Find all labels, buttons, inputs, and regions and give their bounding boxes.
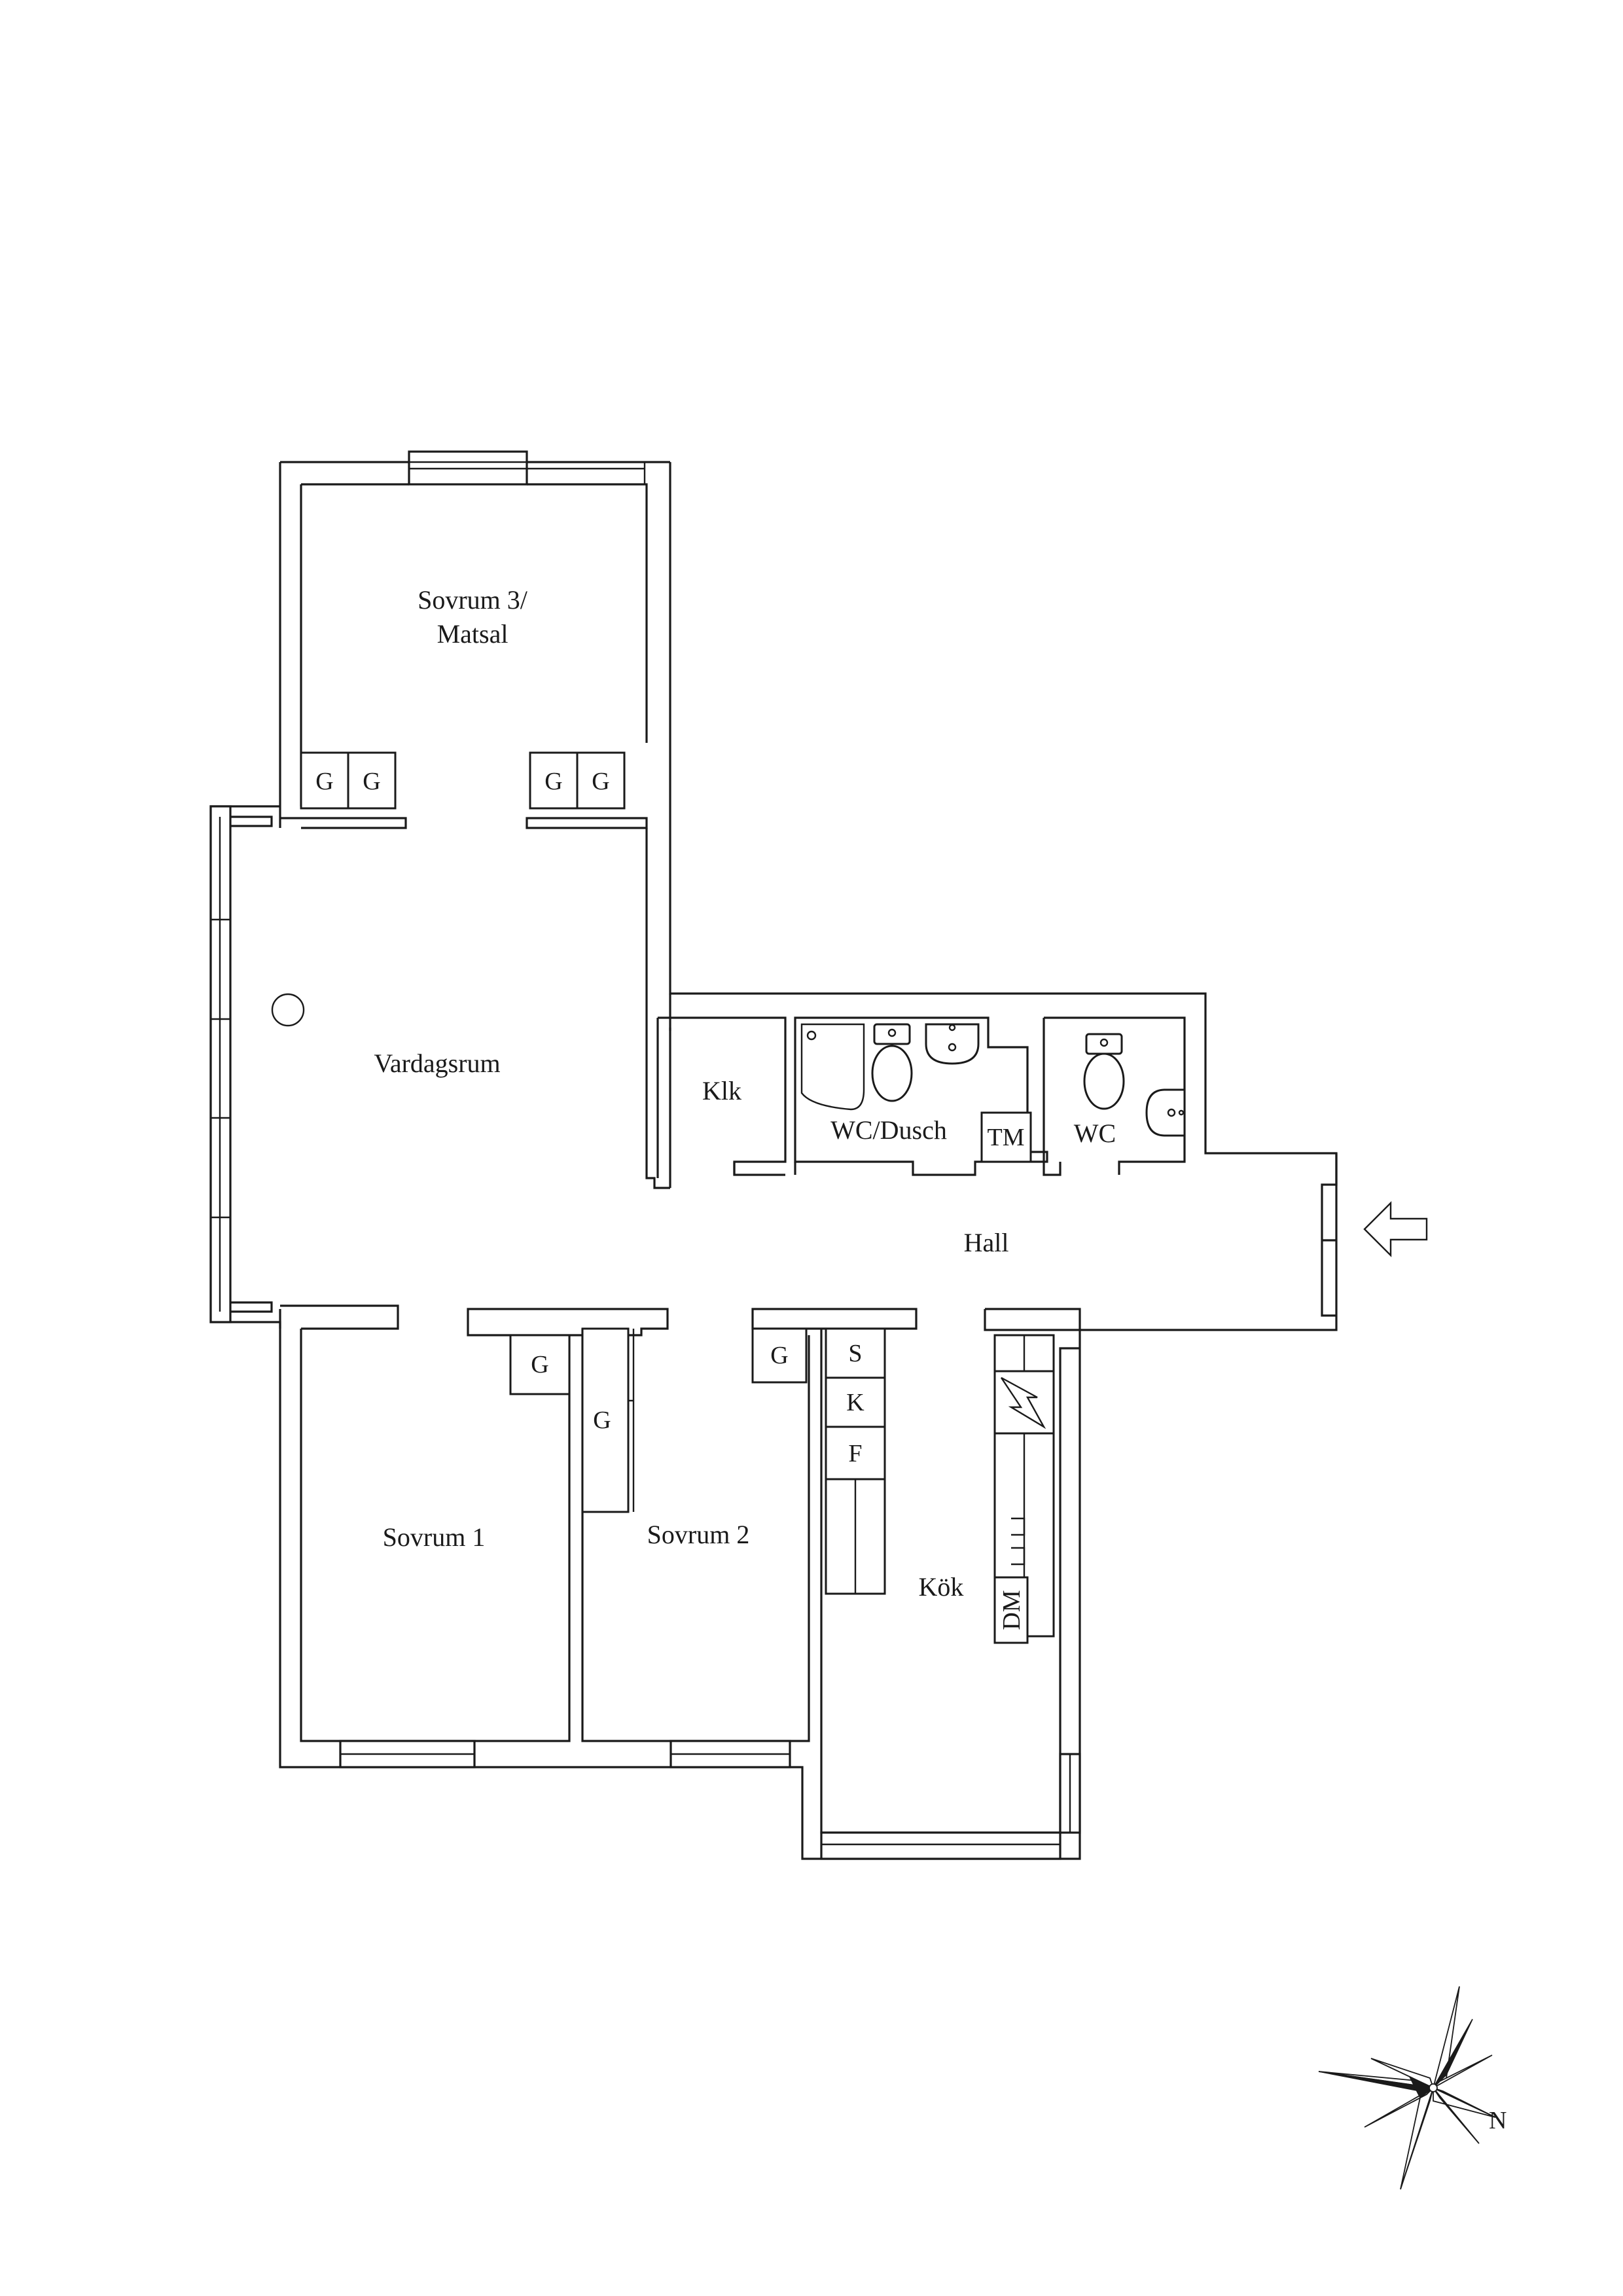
toilet-icon bbox=[871, 1023, 913, 1102]
compass-north-label: N bbox=[1489, 2107, 1507, 2134]
dishwasher-unit bbox=[993, 1576, 1029, 1644]
cabinet-labels: G G G G G G G S K F DM bbox=[315, 768, 1026, 1630]
label-sovrum3: Sovrum 3/ bbox=[418, 585, 528, 615]
stove-unit bbox=[825, 1327, 886, 1379]
label-s: S bbox=[848, 1340, 862, 1367]
label-g: G bbox=[315, 768, 333, 795]
label-g: G bbox=[531, 1351, 548, 1378]
compass-rose-icon bbox=[1318, 1986, 1496, 2190]
wardrobe-hall bbox=[751, 1327, 808, 1384]
label-wc-dusch: WC/Dusch bbox=[830, 1115, 947, 1145]
freezer-unit bbox=[825, 1426, 886, 1480]
label-k: K bbox=[846, 1389, 865, 1416]
label-sovrum2: Sovrum 2 bbox=[647, 1520, 750, 1549]
shower-icon bbox=[800, 1023, 865, 1111]
arrow-left-icon bbox=[1363, 1201, 1428, 1257]
outer-walls bbox=[209, 450, 1338, 1860]
label-wc: WC bbox=[1074, 1119, 1116, 1148]
entrance-door bbox=[1321, 1153, 1338, 1317]
label-f: F bbox=[848, 1440, 862, 1467]
wardrobes bbox=[300, 751, 808, 1513]
label-sovrum1: Sovrum 1 bbox=[383, 1522, 486, 1552]
label-g: G bbox=[593, 1407, 611, 1434]
label-klk: Klk bbox=[702, 1076, 741, 1105]
fridge-unit bbox=[825, 1376, 886, 1428]
wardrobe-sovrum3-2 bbox=[347, 751, 397, 810]
sink-icon bbox=[925, 1023, 980, 1065]
sink-icon bbox=[1145, 1088, 1186, 1137]
label-g: G bbox=[363, 768, 380, 795]
interior-walls bbox=[279, 806, 1186, 1834]
label-dm: DM bbox=[998, 1590, 1026, 1630]
room-labels: Sovrum 3/ Matsal Vardagsrum Klk WC/Dusch… bbox=[374, 585, 1116, 1602]
south-windows bbox=[339, 1740, 1081, 1860]
label-matsal: Matsal bbox=[437, 619, 508, 649]
window-vardagsrum bbox=[209, 805, 273, 1323]
label-vardagsrum: Vardagsrum bbox=[374, 1049, 500, 1078]
washing-machine-unit bbox=[980, 1111, 1032, 1163]
wardrobe-sovrum2 bbox=[581, 1327, 630, 1513]
kitchen-units bbox=[825, 1327, 1055, 1644]
label-tm: TM bbox=[988, 1124, 1025, 1151]
label-g: G bbox=[544, 768, 562, 795]
wardrobe-sovrum3-4 bbox=[576, 751, 626, 810]
toilet-icon bbox=[1083, 1033, 1125, 1110]
label-g: G bbox=[592, 768, 609, 795]
wardrobe-sovrum1 bbox=[509, 1334, 571, 1395]
bathroom-fixtures bbox=[800, 1023, 1186, 1163]
label-kok: Kök bbox=[919, 1572, 964, 1602]
label-hall: Hall bbox=[964, 1228, 1009, 1257]
wardrobe-sovrum3-3 bbox=[529, 751, 579, 810]
chimney-circle-icon bbox=[271, 993, 305, 1027]
label-g: G bbox=[770, 1342, 788, 1369]
